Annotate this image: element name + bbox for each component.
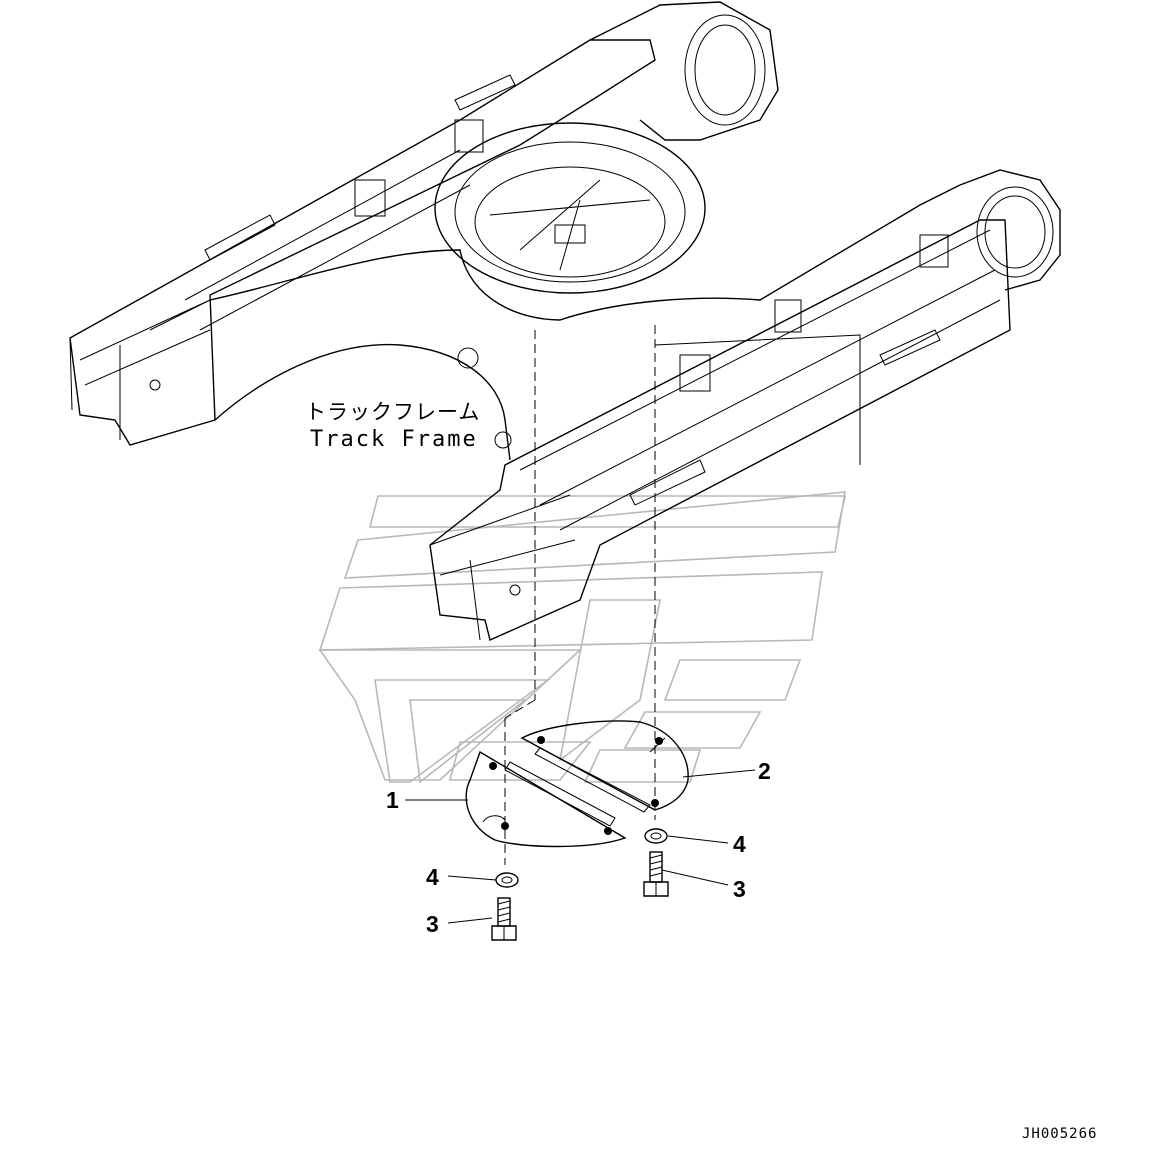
callout-2: 2: [758, 758, 771, 784]
washer-left: [495, 872, 519, 888]
frame-label-jp: トラックフレーム: [305, 400, 480, 424]
callout-3-right: 3: [733, 876, 746, 902]
cover-plate-part-1: [465, 750, 627, 848]
callout-3-left: 3: [426, 911, 439, 937]
callout-4-right: 4: [733, 831, 746, 857]
watermark-logo: [318, 491, 846, 784]
frame-label-en: Track Frame: [310, 427, 478, 452]
cover-plate-part-2: [520, 720, 689, 813]
drawing-code: JH005266: [1022, 1126, 1097, 1142]
washer-right: [644, 828, 668, 844]
callout-4-left: 4: [426, 864, 439, 890]
leader-lines: [405, 769, 756, 924]
bolt-left: [491, 897, 517, 941]
track-frame-drawing: [69, 1, 1061, 641]
bolt-right: [643, 851, 669, 897]
alignment-lines: [504, 325, 656, 865]
callout-1: 1: [386, 787, 399, 813]
